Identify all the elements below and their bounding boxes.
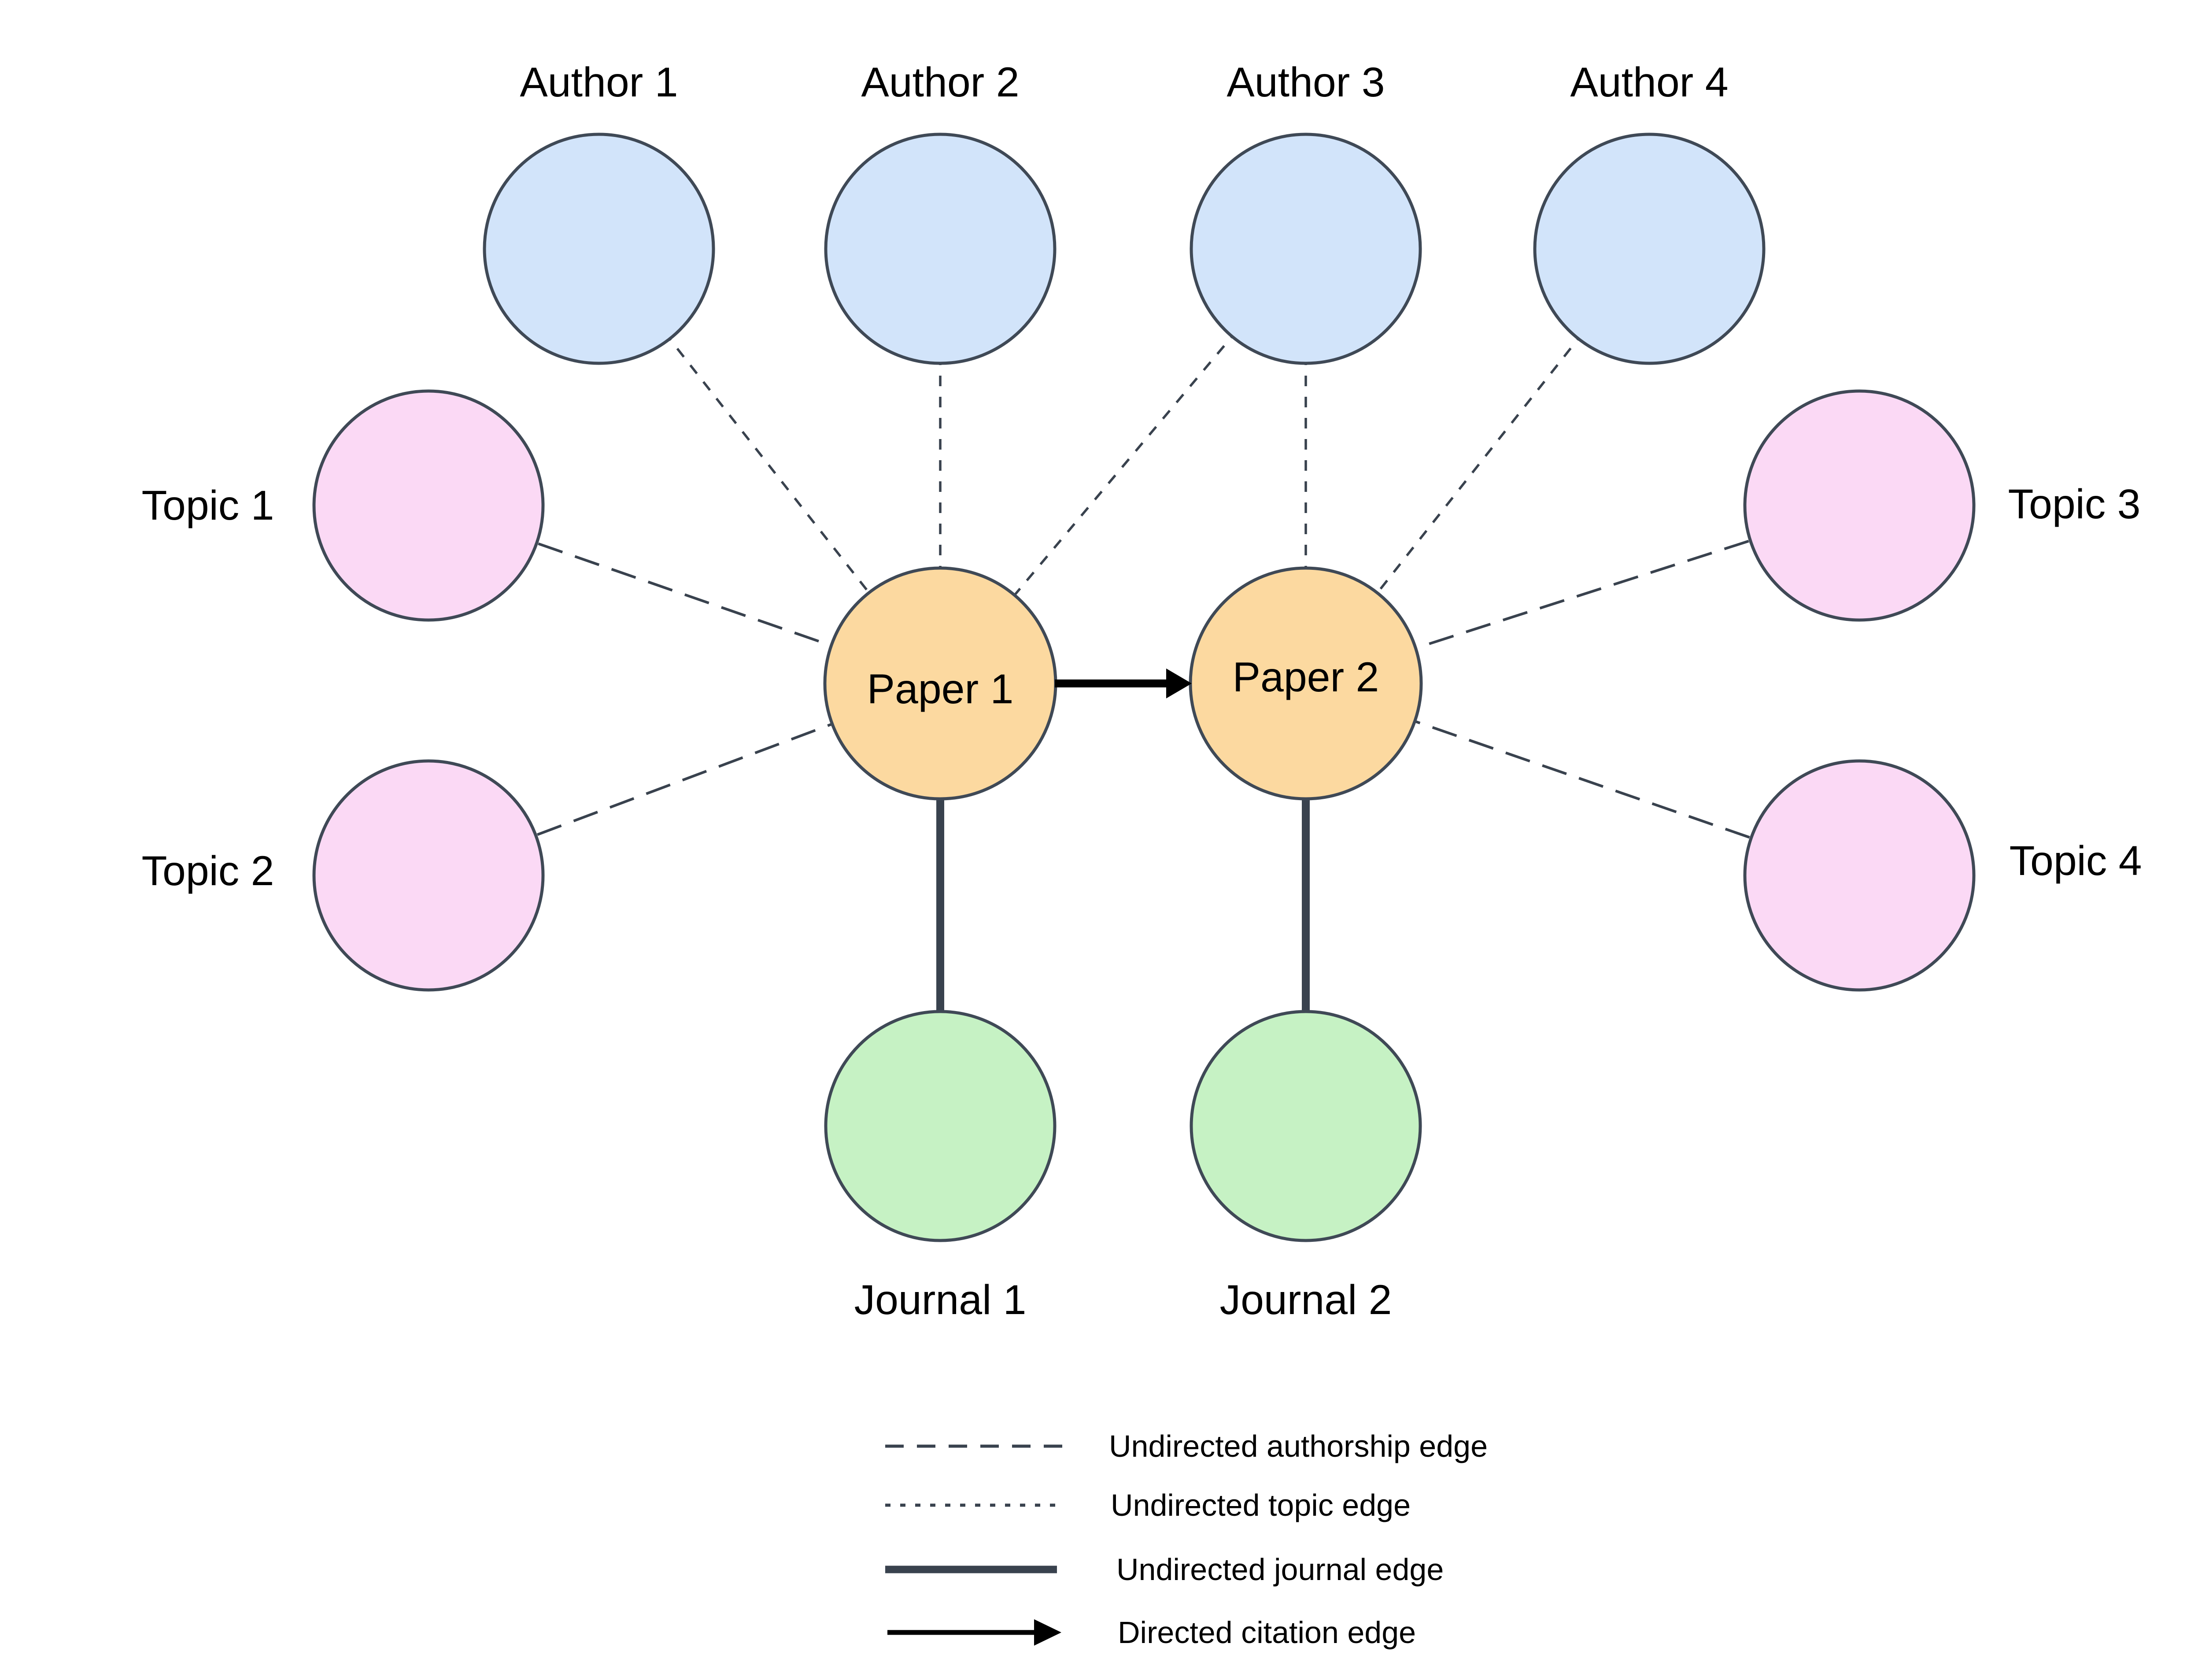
journal-node-journal1: [824, 1010, 1057, 1242]
topic-node-topic1: [312, 389, 545, 622]
legend-item-topic: Undirected topic edge: [885, 1488, 1411, 1522]
author-node-author2: [824, 133, 1057, 365]
node-label-topic4: Topic 4: [2009, 838, 2142, 884]
legend-label-topic: Undirected topic edge: [1111, 1488, 1411, 1522]
author-node-author4: [1533, 133, 1766, 365]
author-node-author1: [483, 133, 715, 365]
node-label-topic2: Topic 2: [141, 848, 274, 894]
node-label-author2: Author 2: [861, 59, 1019, 106]
topic-node-topic2: [312, 759, 545, 992]
journal-node-journal2: [1190, 1010, 1422, 1242]
topic-node-topic3: [1743, 389, 1976, 622]
legend-label-authorship: Undirected authorship edge: [1109, 1429, 1488, 1463]
node-label-author4: Author 4: [1570, 59, 1728, 106]
legend-label-journal: Undirected journal edge: [1116, 1552, 1444, 1587]
citation-arrow-head-icon: [1166, 668, 1192, 698]
topic-node-topic4: [1743, 759, 1976, 992]
node-label-journal2: Journal 2: [1220, 1277, 1392, 1323]
legend-item-authorship: Undirected authorship edge: [885, 1429, 1488, 1463]
node-label-topic3: Topic 3: [2008, 481, 2140, 528]
legend-label-citation: Directed citation edge: [1118, 1615, 1416, 1650]
legend-item-journal: Undirected journal edge: [885, 1552, 1444, 1587]
citation-edge-sample-head-icon: [1034, 1619, 1061, 1646]
node-label-author3: Author 3: [1227, 59, 1385, 106]
node-label-paper2: Paper 2: [1233, 654, 1379, 701]
node-label-paper1: Paper 1: [867, 666, 1014, 713]
author-node-author3: [1190, 133, 1422, 365]
legend-item-citation: Directed citation edge: [887, 1615, 1416, 1650]
node-label-journal1: Journal 1: [854, 1277, 1027, 1323]
node-label-topic1: Topic 1: [141, 482, 274, 529]
node-label-author1: Author 1: [520, 59, 678, 106]
